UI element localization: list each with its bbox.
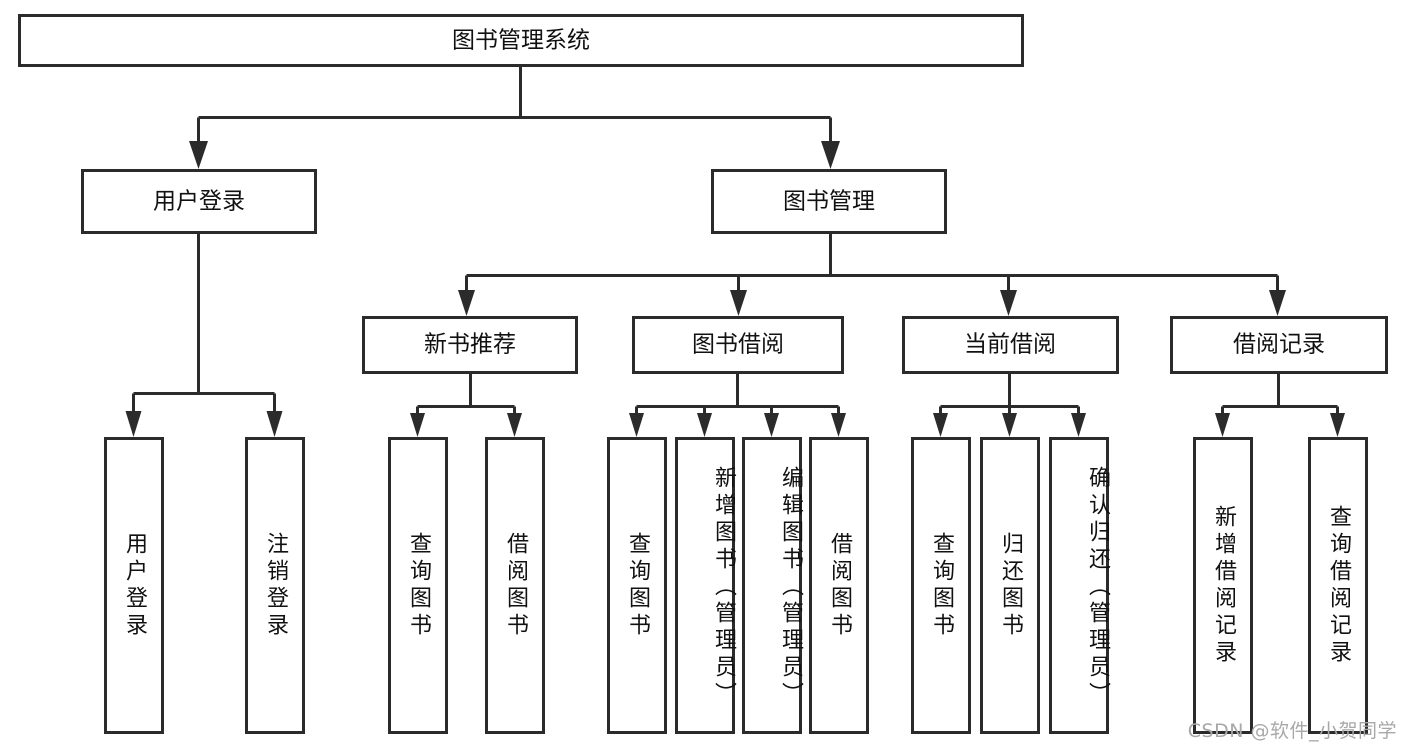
node-leaf-logout-login[interactable] — [245, 437, 305, 734]
node-book-borrow[interactable] — [632, 316, 844, 374]
node-root-system[interactable] — [18, 14, 1024, 67]
node-leaf-confirm-return-admin[interactable] — [1049, 437, 1109, 734]
node-root-system-label: 图书管理系统 — [452, 28, 590, 54]
node-leaf-query-book-1[interactable] — [388, 437, 448, 734]
node-current-borrow[interactable] — [902, 316, 1119, 374]
node-leaf-edit-book-admin[interactable] — [742, 437, 802, 734]
node-leaf-add-book-admin[interactable] — [675, 437, 735, 734]
connector-currentborrow-to-leaves — [933, 374, 1086, 437]
node-leaf-borrow-book-1[interactable] — [485, 437, 545, 734]
node-leaf-query-book-2[interactable] — [607, 437, 667, 734]
node-leaf-add-borrow-record[interactable] — [1193, 437, 1253, 734]
node-book-borrow-label: 图书借阅 — [692, 332, 784, 358]
connector-bookborrow-to-leaves — [629, 374, 846, 437]
node-book-management-label: 图书管理 — [783, 189, 875, 215]
node-book-management[interactable] — [711, 169, 947, 234]
connector-bookmgmt-to-level3 — [458, 233, 1286, 316]
node-borrow-record[interactable] — [1170, 316, 1388, 374]
node-leaf-query-borrow-record[interactable] — [1308, 437, 1368, 734]
node-leaf-return-book[interactable] — [980, 437, 1040, 734]
node-leaf-user-login[interactable] — [104, 437, 164, 734]
node-current-borrow-label: 当前借阅 — [964, 332, 1056, 358]
connector-borrowrecord-to-leaves — [1215, 374, 1345, 437]
node-borrow-record-label: 借阅记录 — [1233, 332, 1325, 358]
connector-root-to-level2 — [189, 66, 840, 169]
watermark-text: CSDN @软件_小贺同学 — [1187, 720, 1397, 742]
node-new-book-recommend-label: 新书推荐 — [424, 332, 516, 358]
node-leaf-query-book-3[interactable] — [911, 437, 971, 734]
node-leaf-borrow-book-2[interactable] — [809, 437, 869, 734]
connector-newbook-to-leaves — [410, 374, 522, 437]
node-user-login[interactable] — [81, 169, 317, 234]
node-user-login-label: 用户登录 — [153, 189, 245, 215]
node-new-book-recommend[interactable] — [362, 316, 578, 374]
connector-userlogin-to-leaves — [125, 233, 283, 437]
